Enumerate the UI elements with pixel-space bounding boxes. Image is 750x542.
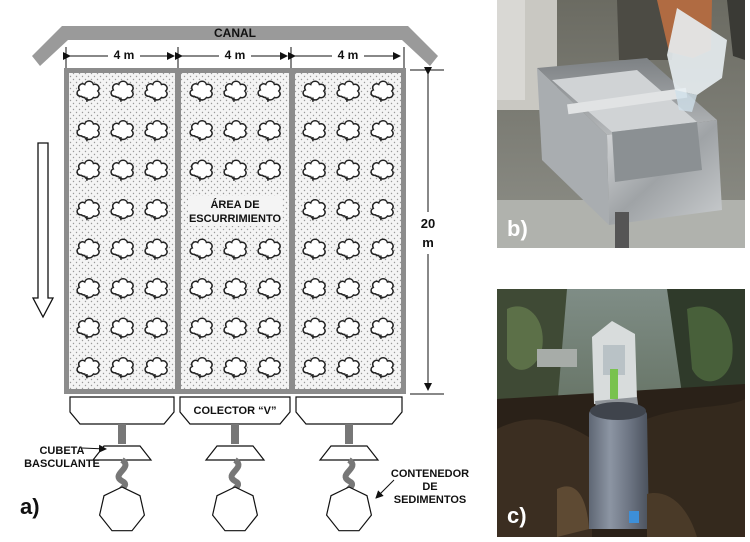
tipping-bucket	[318, 445, 380, 461]
drain-pipe	[118, 424, 126, 444]
length-dimension: 20 m	[410, 67, 444, 395]
collector-3	[295, 396, 403, 425]
canal-label: CANAL	[214, 26, 256, 40]
sediment-container	[211, 486, 259, 532]
collector-1	[69, 396, 175, 425]
tipping-bucket-label-line2: BASCULANTE	[24, 458, 100, 470]
container-label-line1: CONTENEDOR	[391, 468, 469, 480]
runoff-area-label-line2: ESCURRIMIENTO	[189, 213, 282, 225]
photo-tipping-bucket-image	[497, 0, 745, 248]
container-leader	[375, 479, 395, 499]
length-label-line2: m	[422, 235, 434, 250]
width-label-3: 4 m	[338, 48, 359, 62]
sediment-container	[98, 486, 146, 532]
panel-a-label: a)	[20, 494, 40, 519]
width-label-2: 4 m	[225, 48, 246, 62]
collector-label: COLECTOR “V”	[194, 405, 277, 417]
slope-direction-arrow	[31, 142, 55, 319]
collector-2	[179, 396, 291, 425]
photo-sediment-container: c)	[497, 289, 745, 537]
tipping-bucket	[204, 445, 266, 461]
collection-units	[91, 424, 380, 532]
container-label-line2: DE	[422, 481, 437, 493]
photo-tipping-bucket: b)	[497, 0, 745, 248]
canal-shape	[32, 26, 438, 66]
tipping-bucket	[91, 445, 153, 461]
width-label-1: 4 m	[114, 48, 135, 62]
drain-pipe	[231, 424, 239, 444]
panel-b-label: b)	[507, 216, 528, 241]
v-collectors: COLECTOR “V”	[69, 396, 403, 425]
tipping-bucket-label-line1: CUBETA	[39, 445, 84, 457]
width-dimensions: 4 m 4 m 4 m	[63, 47, 405, 68]
runoff-area-label-line1: ÁREA DE	[210, 198, 259, 211]
photo-sediment-container-image	[497, 289, 745, 537]
tipping-bucket-leader	[81, 444, 107, 453]
sediment-container	[325, 486, 373, 532]
canal: CANAL	[32, 26, 438, 66]
runoff-plot-diagram: CANAL 4 m 4 m 4 m ÁREA DE ESCURRIMIENTO	[24, 26, 469, 532]
container-label-line3: SEDIMENTOS	[394, 494, 467, 506]
plot-frame	[64, 68, 406, 394]
length-label-line1: 20	[421, 216, 435, 231]
drain-pipe	[345, 424, 353, 444]
panel-c-label: c)	[507, 503, 527, 528]
